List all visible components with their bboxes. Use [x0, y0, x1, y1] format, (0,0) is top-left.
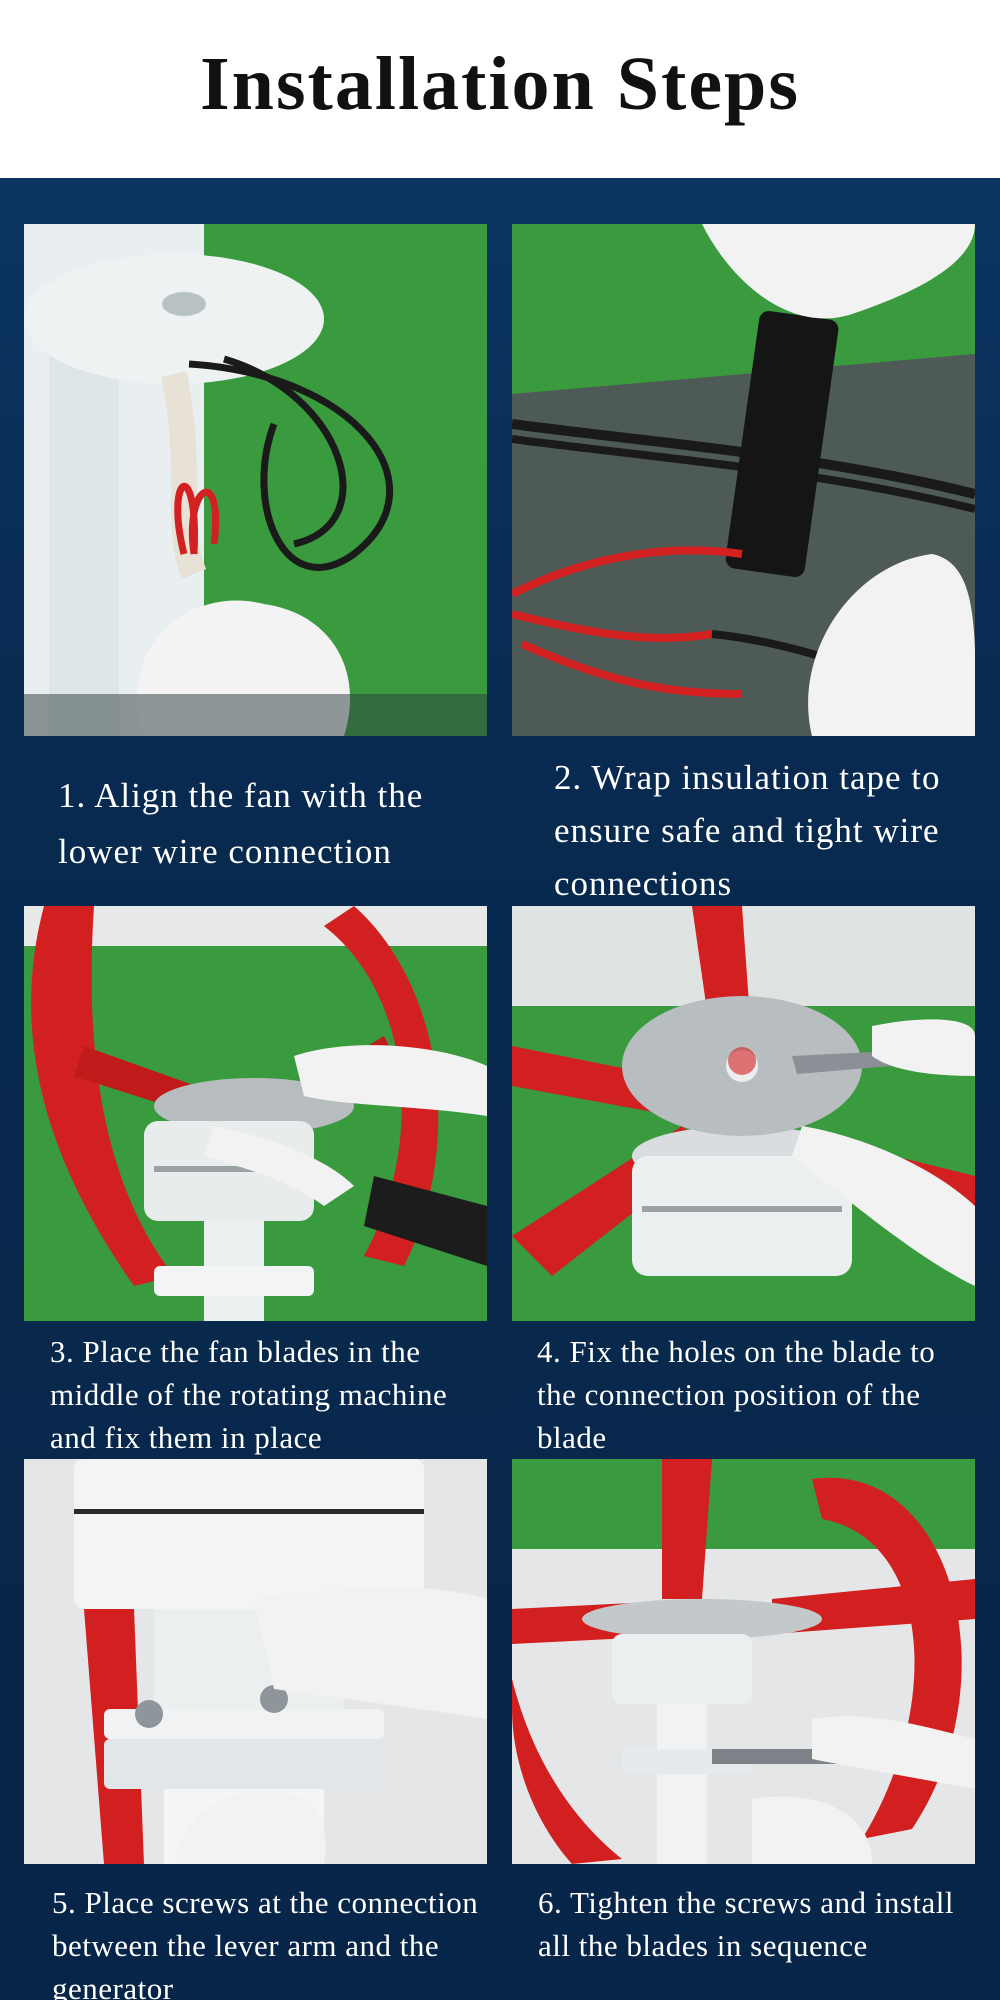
step-4-caption: 4. Fix the holes on the blade to the con…: [537, 1334, 936, 1455]
step-1-photo: [24, 224, 487, 736]
steps-panel: 1. Align the fan with the lower wire con…: [0, 178, 1000, 2000]
step-3-caption: 3. Place the fan blades in the middle of…: [50, 1334, 448, 1455]
step-5-photo: [24, 1459, 487, 1864]
step-2-photo: [512, 224, 975, 736]
step-2-caption: 2. Wrap insulation tape to ensure safe a…: [554, 758, 941, 903]
page-title: Installation Steps: [200, 41, 800, 126]
step-3-photo: [24, 906, 487, 1321]
step-4-photo: [512, 906, 975, 1321]
step-1-caption: 1. Align the fan with the lower wire con…: [58, 776, 424, 871]
header: Installation Steps: [0, 0, 1000, 178]
step-5-caption: 5. Place screws at the connection betwee…: [52, 1885, 479, 2000]
step-6-caption: 6. Tighten the screws and install all th…: [538, 1885, 955, 1963]
step-6-photo: [512, 1459, 975, 1864]
